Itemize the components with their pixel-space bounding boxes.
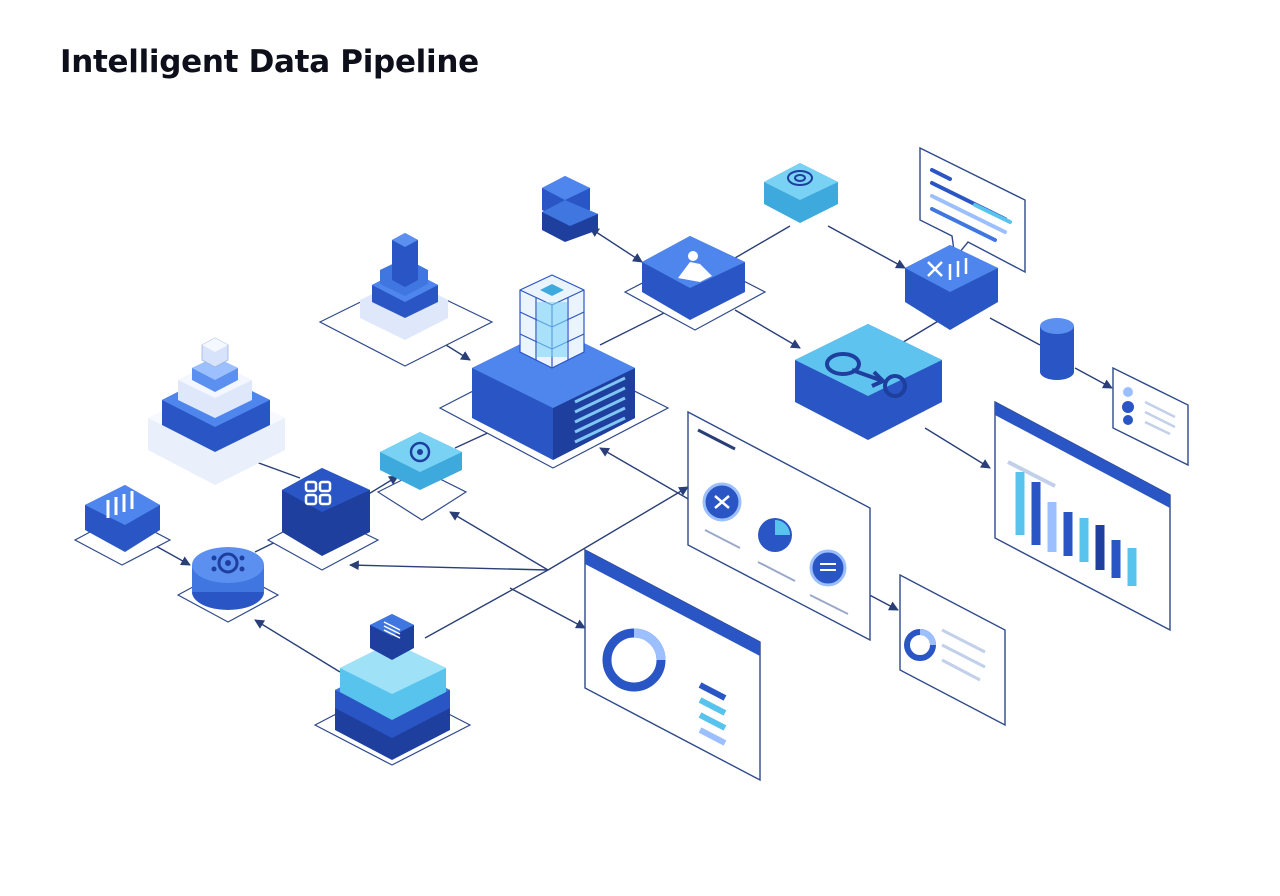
layers-icon <box>201 337 229 368</box>
link-node[interactable] <box>795 324 942 440</box>
document-panel <box>919 146 1026 274</box>
link-base-gear <box>254 619 341 673</box>
sync-node[interactable] <box>376 432 468 521</box>
target-node[interactable] <box>764 163 838 223</box>
list-icon <box>106 491 134 518</box>
mini-panel <box>899 573 1006 727</box>
link-ai-target <box>734 225 791 259</box>
database-icon <box>392 233 418 287</box>
target-icon <box>787 170 813 186</box>
report-dashboard <box>584 548 761 782</box>
link-cubes-ai <box>589 227 643 263</box>
database-tower-node[interactable] <box>318 233 494 367</box>
central-server-node[interactable] <box>438 274 670 469</box>
link-base-sync <box>424 511 550 639</box>
transform-grid-node[interactable] <box>266 468 380 571</box>
filter-icon <box>927 258 968 280</box>
connectors <box>144 225 1113 673</box>
link-link-chart <box>924 427 991 469</box>
cage-icon <box>519 274 585 369</box>
chart-dashboard <box>994 400 1171 632</box>
server-icon <box>574 376 626 444</box>
link-target-filter <box>827 225 906 269</box>
link-ai-link <box>734 309 801 349</box>
link-hub-grid <box>349 560 549 571</box>
cylinder-node[interactable] <box>1040 318 1074 380</box>
layers-stack-node[interactable] <box>148 337 285 485</box>
page-title: Intelligent Data Pipeline <box>60 44 479 80</box>
ai-model-node[interactable] <box>623 236 767 331</box>
status-panel <box>1112 366 1189 467</box>
cube-pair-node[interactable] <box>542 176 598 242</box>
link-cylinder-panel <box>1074 367 1113 389</box>
grid-icon <box>304 480 332 506</box>
source-list-node[interactable] <box>73 485 172 566</box>
link-hub-dashboard <box>547 486 689 571</box>
link-hub-report <box>509 587 586 629</box>
sync-icon <box>409 441 431 463</box>
source-gear-node[interactable] <box>176 547 280 623</box>
link-icon <box>825 352 907 398</box>
user-icon <box>678 251 712 282</box>
base-stack-node[interactable] <box>313 614 472 766</box>
stack-icon <box>370 614 414 660</box>
metrics-dashboard <box>687 410 871 642</box>
link-filter-cylinder <box>989 317 1041 346</box>
gear-icon <box>211 552 245 574</box>
filter-node[interactable] <box>905 245 998 330</box>
link-server-dashboard <box>599 447 691 501</box>
